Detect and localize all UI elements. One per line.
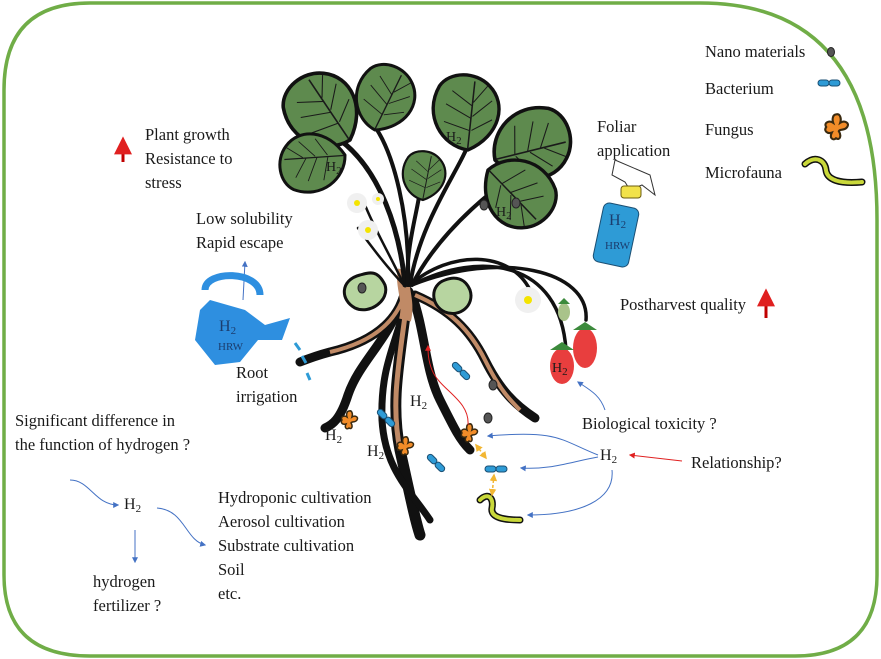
nanoparticle-icon [827,47,835,57]
cultivation-method: Substrate cultivation [218,536,355,555]
legend-label-bacterium: Bacterium [705,79,774,98]
fertilizer-line1: hydrogen [93,572,156,591]
root-h2-label: H2 [325,427,343,446]
effect-stress: stress [145,173,182,192]
legend-label-fungus: Fungus [705,120,754,139]
leaf-h2-label: H2 [326,160,342,177]
difference-line2: the function of hydrogen ? [15,435,191,454]
fertilizer-line2: fertilizer ? [93,596,162,615]
fruit-h2-label: H2 [552,361,568,378]
spray-bottle-hrw: HRW [605,240,631,252]
leaves [268,55,587,315]
microfauna-icon [801,155,866,186]
relationship-h2: H2 [600,447,618,466]
root-h2-label: H2 [410,393,428,412]
cultivation-method: Hydroponic cultivation [218,488,372,507]
bacterium-icon [817,79,841,87]
foliar-line2: application [597,141,671,160]
nanoparticles [357,197,521,424]
root-h2-label: H2 [367,443,385,462]
watering-can-hrw: HRW [218,341,244,353]
cultivation-method: etc. [218,584,242,603]
spray-bottle-h2: H2 [609,212,627,231]
cultivation-h2: H2 [124,496,142,515]
flowers [347,193,541,313]
legend-icons [801,47,866,186]
watering-can-h2: H2 [219,318,237,337]
solubility-line2: Rapid escape [196,233,284,252]
root-irrigation-line2: irrigation [236,387,298,406]
postharvest-label: Postharvest quality [620,295,747,314]
arrows [69,260,683,564]
leaf-h2-label: H2 [496,205,512,222]
difference-line1: Significant difference in [15,411,176,430]
cultivation-method: Soil [218,560,245,579]
fungus-icon [824,113,850,141]
legend-label-microfauna: Microfauna [705,163,782,182]
foliar-line1: Foliar [597,117,637,136]
effect-plant-growth: Plant growth [145,125,230,144]
spray-bottle-icon [592,159,656,268]
strawberries [550,298,597,384]
effect-resistance: Resistance to [145,149,233,168]
root-irrigation-line1: Root [236,363,269,382]
cultivation-method: Aerosol cultivation [218,512,345,531]
toxicity-label: Biological toxicity ? [582,414,717,433]
legend-label-nano: Nano materials [705,42,806,61]
watering-can-icon [195,272,312,381]
leaf-h2-label: H2 [446,130,462,147]
solubility-line1: Low solubility [196,209,293,228]
relationship-label: Relationship? [691,453,782,472]
